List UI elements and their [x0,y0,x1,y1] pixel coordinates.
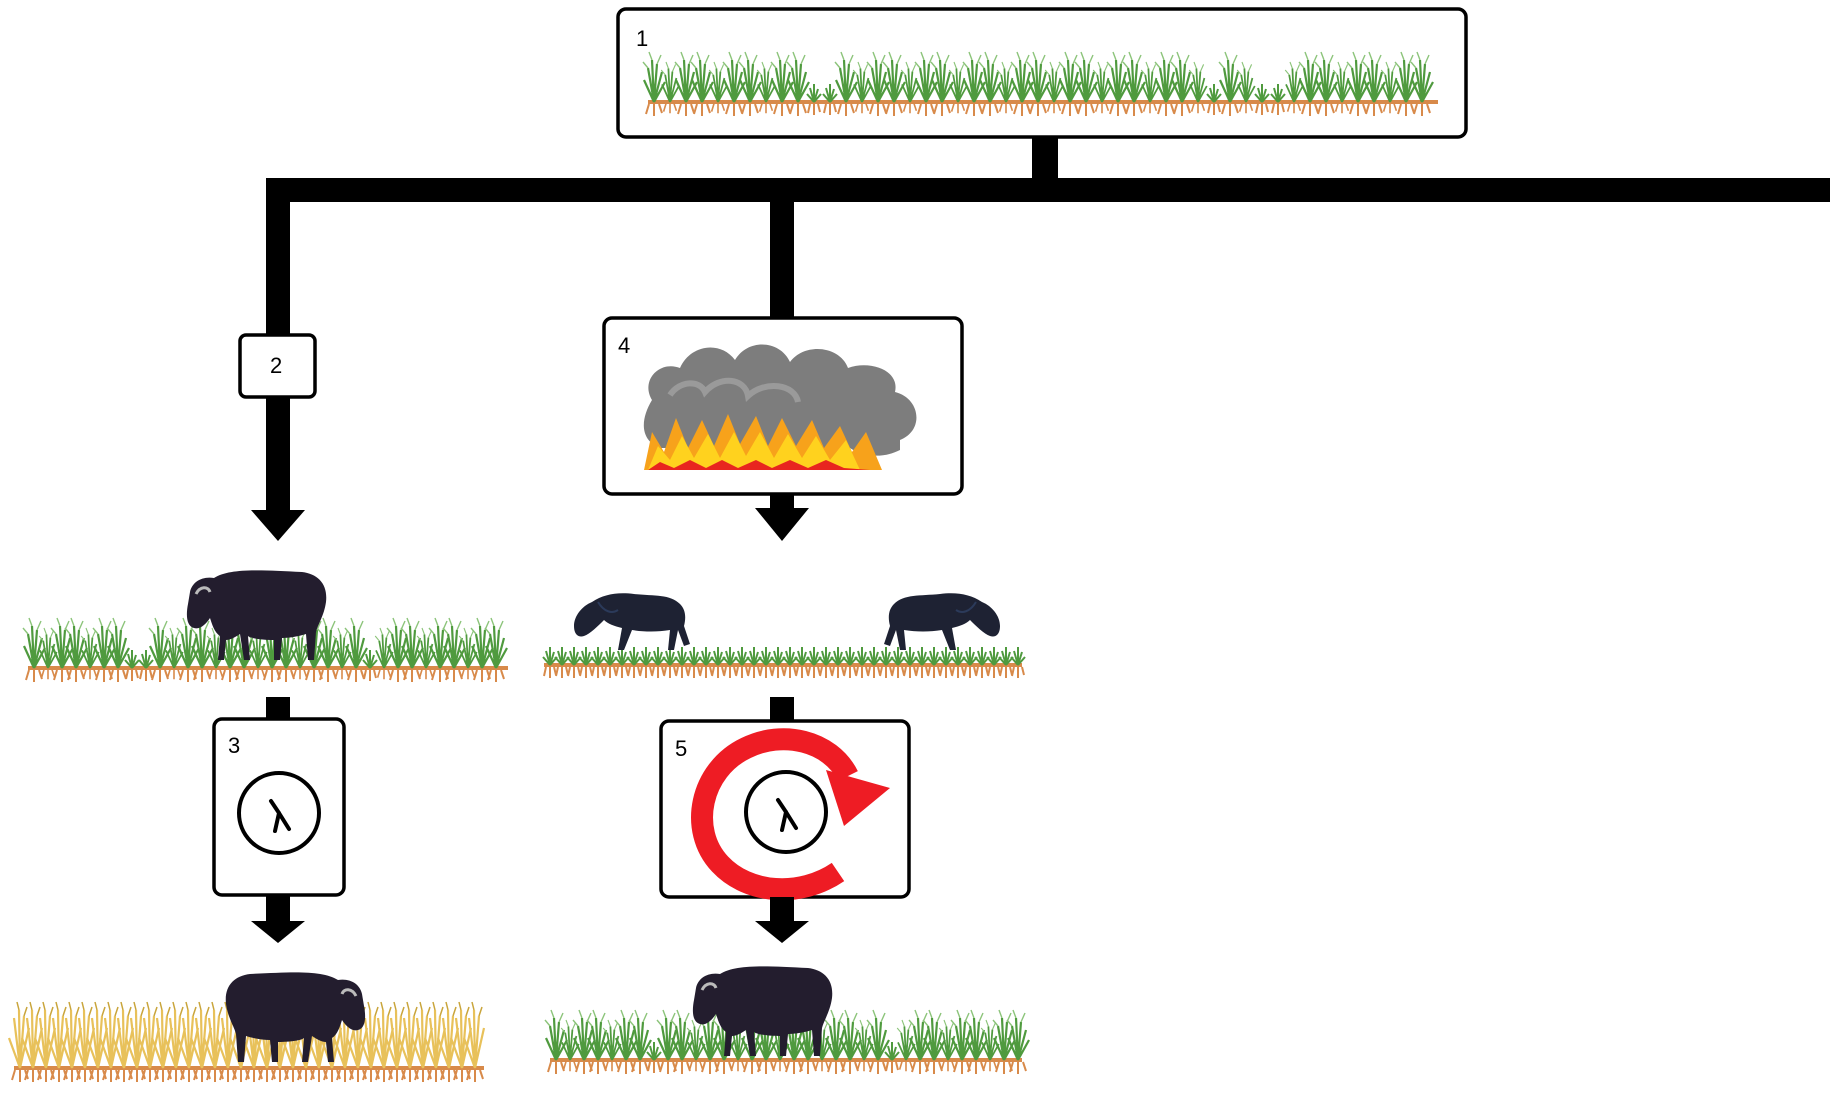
grass-strip-icon [542,646,1026,679]
grass-strip-icon [543,1008,1031,1076]
box-3-time: 3 [212,717,346,897]
wildebeest-icon [883,592,1001,651]
box-4-number: 4 [618,333,630,358]
connector-from-box-5 [770,897,794,923]
box-5-cycle: 5 [659,719,911,901]
clock-icon [237,771,321,855]
branch-bar [266,178,1830,202]
regrown-grassland-middle [543,964,1031,1076]
arrow-head-middle [755,508,809,541]
dry-grassland-left [7,970,486,1084]
connector-from-box-4 [770,494,794,510]
left-branch-connector [251,178,305,541]
burned-grassland-middle [542,592,1026,679]
box-3-number: 3 [228,733,240,758]
connector-to-box-5 [770,697,794,721]
clock-icon [744,770,828,854]
arrow-head-left-bottom [251,921,305,943]
wildebeest-icon [573,592,691,651]
box-2: 2 [238,333,317,399]
middle-branch-connector [770,178,794,320]
connector-to-box-3 [266,697,290,719]
fire-icon [643,344,917,470]
grass-strip-icon [7,1000,486,1084]
box-1-grassland: 1 [616,7,1468,139]
box-2-number: 2 [270,353,282,378]
arrow-head-middle-bottom [755,921,809,943]
connector-from-box-3 [266,895,290,923]
connector-stem [1032,137,1058,181]
box-4-fire: 4 [602,316,964,496]
grass-strip-icon [641,50,1438,118]
box-1-number: 1 [636,26,648,51]
grass-strip-icon [21,616,509,684]
box-5-number: 5 [675,736,687,761]
cycle-arrow-icon [691,728,890,901]
grazed-grassland-left [21,568,509,684]
